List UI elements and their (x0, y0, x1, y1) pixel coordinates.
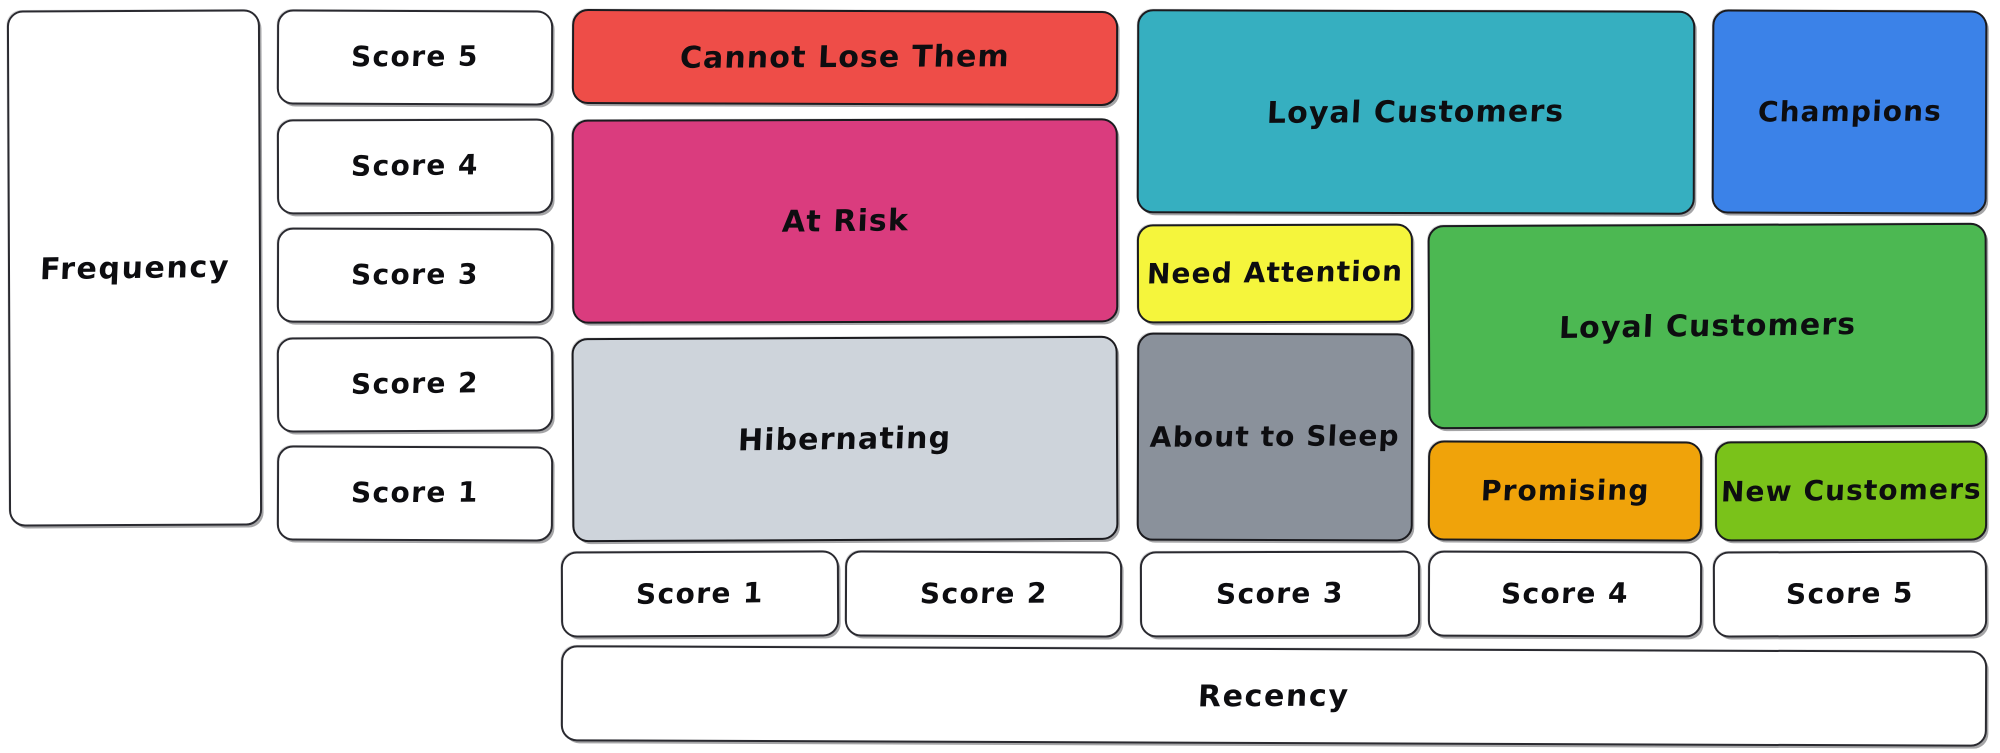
recency-axis-label: Recency (1197, 678, 1351, 714)
frequency-score-5[interactable]: Score 5 (276, 9, 554, 106)
frequency-score-2[interactable]: Score 2 (276, 336, 554, 433)
segment-loyal-customers-green[interactable]: Loyal Customers (1427, 222, 1988, 430)
segment-hibernating-label: Hibernating (737, 420, 953, 458)
segment-about-to-sleep-label: About to Sleep (1149, 418, 1401, 454)
frequency-score-1[interactable]: Score 1 (276, 445, 554, 542)
segment-champions[interactable]: Champions (1711, 9, 1988, 215)
recency-score-3[interactable]: Score 3 (1139, 550, 1421, 638)
segment-cannot-lose-them[interactable]: Cannot Lose Them (571, 8, 1119, 107)
recency-score-1[interactable]: Score 1 (560, 550, 840, 638)
recency-score-4[interactable]: Score 4 (1427, 550, 1703, 638)
segment-new-customers-label: New Customers (1719, 472, 1983, 509)
frequency-score-5-label: Score 5 (350, 39, 480, 74)
segment-loyal-customers-green-label: Loyal Customers (1558, 306, 1857, 346)
recency-axis-label-box: Recency (560, 645, 1988, 747)
frequency-score-2-label: Score 2 (350, 366, 480, 401)
segment-promising-label: Promising (1479, 473, 1651, 508)
frequency-score-1-label: Score 1 (350, 475, 480, 510)
recency-score-2-label: Score 2 (918, 576, 1049, 610)
recency-score-2[interactable]: Score 2 (844, 550, 1123, 638)
frequency-axis-label: Frequency (38, 249, 231, 287)
segment-need-attention-label: Need Attention (1146, 254, 1404, 291)
segment-at-risk[interactable]: At Risk (571, 118, 1119, 324)
recency-score-1-label: Score 1 (635, 575, 765, 611)
frequency-score-3-label: Score 3 (350, 257, 480, 292)
segment-cannot-lose-them-label: Cannot Lose Them (679, 39, 1011, 76)
segment-loyal-customers-teal[interactable]: Loyal Customers (1136, 9, 1696, 215)
segment-new-customers[interactable]: New Customers (1714, 440, 1988, 542)
recency-score-4-label: Score 4 (1500, 576, 1630, 610)
segment-about-to-sleep[interactable]: About to Sleep (1136, 332, 1414, 542)
frequency-score-4-label: Score 4 (350, 148, 480, 183)
frequency-axis-label-box: Frequency (6, 9, 263, 527)
segment-need-attention[interactable]: Need Attention (1136, 223, 1414, 324)
frequency-score-4[interactable]: Score 4 (276, 118, 554, 215)
recency-score-5-label: Score 5 (1785, 575, 1915, 611)
segment-hibernating[interactable]: Hibernating (571, 335, 1119, 543)
segment-loyal-customers-teal-label: Loyal Customers (1266, 93, 1566, 131)
segment-promising[interactable]: Promising (1427, 440, 1703, 542)
frequency-score-3[interactable]: Score 3 (276, 227, 554, 324)
segment-champions-label: Champions (1756, 94, 1943, 129)
recency-score-3-label: Score 3 (1215, 575, 1345, 611)
segment-at-risk-label: At Risk (780, 202, 910, 240)
recency-score-5[interactable]: Score 5 (1712, 550, 1988, 638)
